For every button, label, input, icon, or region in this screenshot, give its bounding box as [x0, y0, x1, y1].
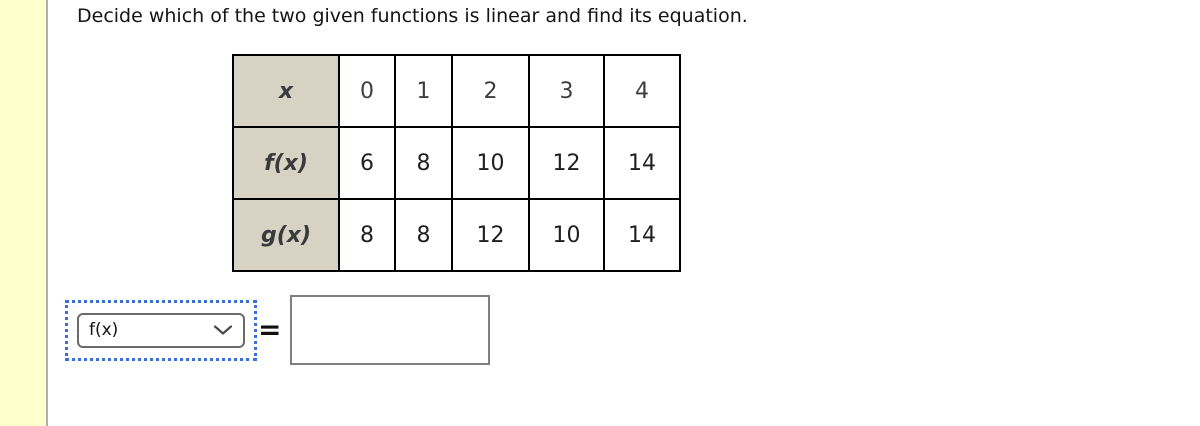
table-row-g: g(x) 8 8 12 10 14 — [232, 198, 681, 272]
table-cell-x2: 2 — [451, 54, 530, 128]
function-select[interactable]: f(x) — [77, 312, 245, 348]
left-margin-strip — [0, 0, 45, 426]
table-cell-g1: 8 — [394, 198, 453, 272]
table-cell-f0: 6 — [338, 126, 396, 200]
equation-input[interactable] — [290, 295, 491, 365]
table-cell-x4: 4 — [603, 54, 681, 128]
table-cell-g0: 8 — [338, 198, 396, 272]
function-select-focus-ring: f(x) — [65, 299, 257, 361]
table-cell-x3: 3 — [528, 54, 605, 128]
table-row-x: x 0 1 2 3 4 — [232, 54, 681, 128]
table-cell-x0: 0 — [338, 54, 396, 128]
answer-row: f(x) = — [65, 295, 491, 365]
table-cell-g2: 12 — [451, 198, 530, 272]
function-select-value: f(x) — [89, 320, 119, 340]
left-divider-line — [46, 0, 48, 426]
row-header-f: f(x) — [232, 126, 340, 200]
table-cell-f2: 10 — [451, 126, 530, 200]
table-cell-f4: 14 — [603, 126, 681, 200]
table-row-f: f(x) 6 8 10 12 14 — [232, 126, 681, 200]
problem-statement: Decide which of the two given functions … — [77, 5, 748, 27]
chevron-down-icon — [214, 325, 232, 335]
table-cell-g4: 14 — [603, 198, 681, 272]
row-header-x: x — [232, 54, 340, 128]
function-values-table: x 0 1 2 3 4 f(x) 6 8 10 12 14 g(x) 8 8 1… — [232, 54, 681, 272]
table-cell-f1: 8 — [394, 126, 453, 200]
table-cell-g3: 10 — [528, 198, 605, 272]
equals-sign: = — [258, 313, 282, 346]
row-header-g: g(x) — [232, 198, 340, 272]
table-cell-f3: 12 — [528, 126, 605, 200]
table-cell-x1: 1 — [394, 54, 453, 128]
